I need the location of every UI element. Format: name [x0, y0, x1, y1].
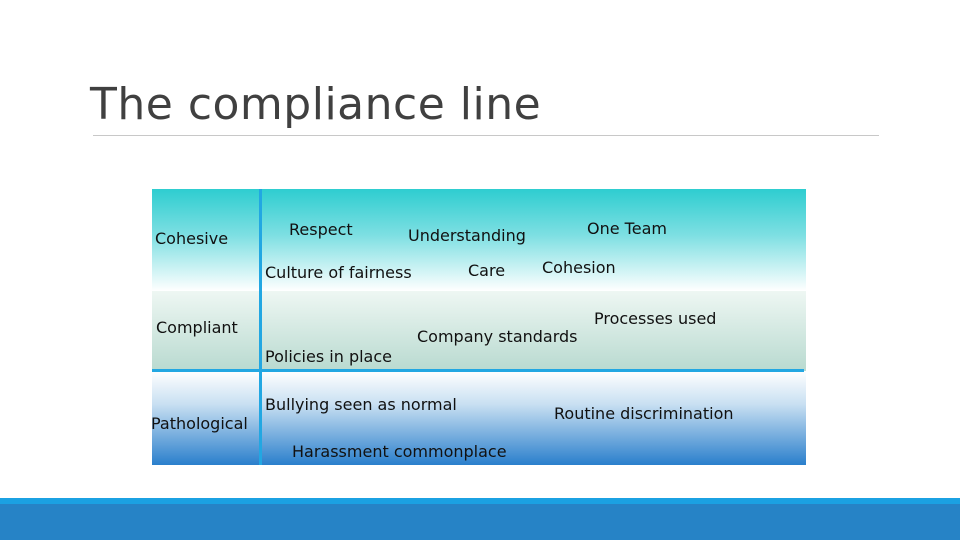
- item-cohesion: Cohesion: [542, 258, 616, 277]
- item-harassment-commonplace: Harassment commonplace: [292, 442, 507, 461]
- row-label-divider: [259, 189, 262, 465]
- footer-bar: [0, 504, 960, 540]
- item-routine-discrimination: Routine discrimination: [554, 404, 734, 423]
- compliance-line: [152, 369, 804, 372]
- footer-accent-strip: [0, 498, 960, 504]
- item-understanding: Understanding: [408, 226, 526, 245]
- item-processes-used: Processes used: [594, 309, 717, 328]
- item-care: Care: [468, 261, 506, 280]
- item-one-team: One Team: [587, 219, 667, 238]
- item-policies-in-place: Policies in place: [265, 347, 392, 366]
- row-label-compliant: Compliant: [156, 318, 238, 337]
- item-bullying-seen-as-normal: Bullying seen as normal: [265, 395, 457, 414]
- item-respect: Respect: [289, 220, 353, 239]
- item-company-standards: Company standards: [417, 327, 578, 346]
- item-culture-of-fairness: Culture of fairness: [265, 263, 412, 282]
- row-label-cohesive: Cohesive: [155, 229, 229, 248]
- title-divider: [93, 135, 879, 136]
- slide-title: The compliance line: [90, 79, 542, 130]
- row-label-pathological: Pathological: [151, 414, 248, 433]
